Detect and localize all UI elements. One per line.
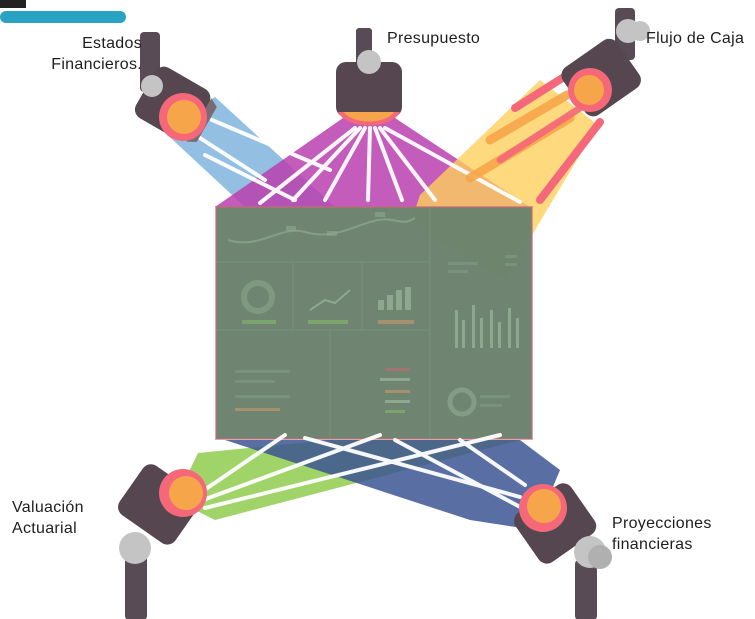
label-estados-line1: Estados [32,33,142,54]
spotlight-flujo [558,8,650,120]
dashboard-screen [216,207,532,439]
header-accent-bar [0,11,126,23]
label-presupuesto: Presupuesto [387,28,480,49]
spotlight-proyecciones [510,479,612,619]
label-flujo-de-caja: Flujo de Caja [646,28,744,49]
label-proyecciones-line1: Proyecciones [612,513,712,534]
label-valuacion-line1: Valuación [12,497,84,518]
label-valuacion-actuarial: Valuación Actuarial [12,497,84,539]
label-proyecciones-line2: financieras [612,534,712,555]
label-estados-line2: Financieros. [32,54,142,75]
label-proyecciones-financieras: Proyecciones financieras [612,513,712,555]
spotlight-valuacion [114,460,207,619]
label-valuacion-line2: Actuarial [12,518,84,539]
label-estados-financieros: Estados Financieros. [32,33,142,75]
